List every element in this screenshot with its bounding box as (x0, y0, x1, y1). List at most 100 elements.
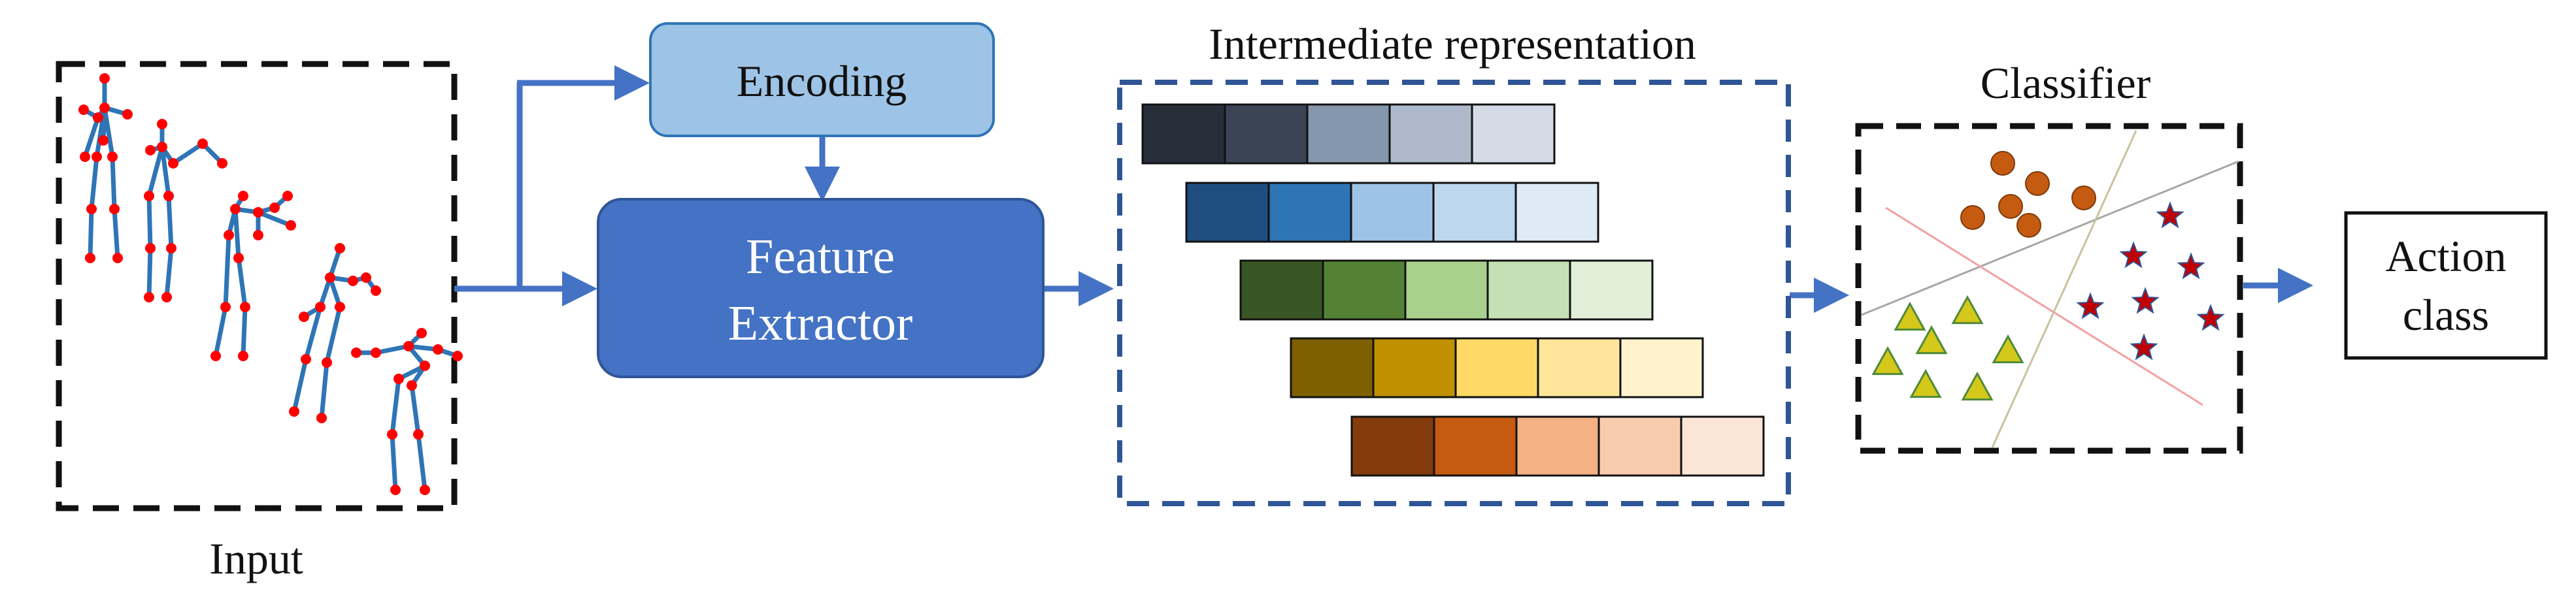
skeleton-bone (146, 144, 165, 199)
action-class-box (2344, 211, 2548, 360)
class-star-point (2119, 241, 2148, 268)
class-triangle-point (1961, 371, 1994, 401)
class-triangle-point (1915, 325, 1948, 355)
skeleton-joint (122, 109, 133, 120)
skeleton-bone (146, 246, 153, 300)
class-star-point (2177, 252, 2205, 280)
feature-extractor-box (597, 198, 1045, 378)
skeleton-joint (371, 285, 381, 296)
skeleton-figure-1 (78, 73, 133, 263)
skeleton-joint (433, 344, 443, 355)
arrows (454, 65, 2313, 313)
skeleton-bone (213, 304, 228, 359)
feature-cell (1290, 337, 1375, 398)
skeleton-joint (238, 191, 248, 201)
feature-cell (1515, 415, 1600, 477)
class-circle-point (2016, 213, 2041, 238)
skeleton-joint (217, 158, 227, 169)
skeleton-joint (220, 302, 231, 312)
feature-cell (1537, 337, 1622, 398)
class-circle-point (2025, 171, 2050, 196)
skeleton-figure-4 (289, 243, 381, 423)
skeleton-bone (292, 357, 309, 414)
feature-row-green (1239, 259, 1654, 321)
intermediate-title: Intermediate representation (1209, 19, 1696, 69)
skeleton-bone (82, 115, 101, 159)
skeleton-joint (233, 253, 244, 263)
skeleton-joint (348, 276, 358, 286)
skeleton-bone (390, 432, 398, 493)
feature-rows (1141, 103, 1765, 477)
skeleton-joint (387, 429, 397, 440)
skeleton-figure-5 (351, 328, 463, 495)
skeleton-joint (99, 73, 110, 84)
skeleton-joint (80, 152, 90, 162)
skeleton-joint (210, 351, 221, 361)
skeleton-figure-3 (210, 191, 296, 361)
skeleton-joint (452, 351, 463, 361)
feature-extractor-line1: Feature (746, 229, 895, 284)
skeleton-joint (325, 272, 335, 283)
encoding-label: Encoding (737, 56, 907, 106)
class-star-point (2131, 287, 2160, 314)
skeleton-joint (407, 380, 417, 391)
skeleton-bone (88, 206, 94, 261)
skeleton-bone (89, 154, 99, 212)
skeleton-bone (303, 304, 323, 362)
feature-cell (1388, 103, 1473, 165)
skeleton-joint (413, 429, 424, 440)
skeleton-joint (157, 142, 167, 152)
skeleton-joint (286, 220, 296, 231)
feature-cell (1454, 337, 1539, 398)
skeleton-joint (416, 328, 427, 338)
class-triangle-point (1894, 301, 1926, 331)
skeleton-joint (157, 119, 167, 129)
class-triangle-point (1909, 368, 1942, 398)
skeleton-joint (224, 230, 234, 240)
skeleton-joint (109, 204, 120, 214)
decision-boundary-gray (1861, 160, 2239, 316)
skeleton-bone (416, 432, 427, 493)
feature-row-orange (1350, 415, 1765, 477)
skeleton-joint (238, 351, 248, 361)
output-block: Action class (2344, 211, 2548, 360)
feature-extractor-line2: Extractor (728, 296, 913, 351)
skeleton-bone (409, 383, 421, 437)
feature-cell (1350, 415, 1435, 477)
skeleton-joint (166, 243, 176, 253)
skeleton-joint (420, 485, 430, 495)
feature-cell (1224, 103, 1309, 165)
feature-cell (1514, 182, 1599, 243)
feature-cell (1432, 182, 1517, 243)
skeleton-joint (144, 191, 154, 201)
skeleton-joint (301, 354, 311, 364)
skeleton-joint (253, 207, 263, 218)
skeleton-joint (112, 253, 123, 263)
skeleton-joint (99, 103, 110, 113)
skeleton-bone (233, 206, 241, 261)
feature-cell (1404, 259, 1489, 321)
feature-cell (1433, 415, 1518, 477)
skeleton-bone (112, 206, 120, 261)
classifier-dashed-frame (1855, 123, 2243, 454)
feature-extractor-block: Feature Extractor (597, 198, 1045, 378)
skeleton-joint (145, 243, 156, 253)
class-star-point (2196, 304, 2225, 331)
class-star-point (2156, 201, 2184, 229)
feature-cell (1597, 415, 1682, 477)
feature-cell (1239, 259, 1324, 321)
skeleton-joint (390, 485, 401, 495)
skeleton-bone (101, 105, 107, 143)
classifier-block: Classifier (1855, 58, 2243, 454)
skeleton-joint (299, 312, 309, 322)
skeleton-bone (236, 255, 248, 310)
intermediate-representation: Intermediate representation (1117, 19, 1791, 506)
skeleton-sequence (78, 73, 463, 495)
skeleton-bone (166, 193, 174, 251)
skeleton-bone (164, 246, 174, 300)
skeleton-joint (420, 361, 430, 371)
skeleton-bone (146, 193, 153, 251)
skeleton-joint (361, 272, 371, 283)
skeleton-figure-2 (144, 119, 227, 302)
skeleton-joint (145, 145, 156, 155)
